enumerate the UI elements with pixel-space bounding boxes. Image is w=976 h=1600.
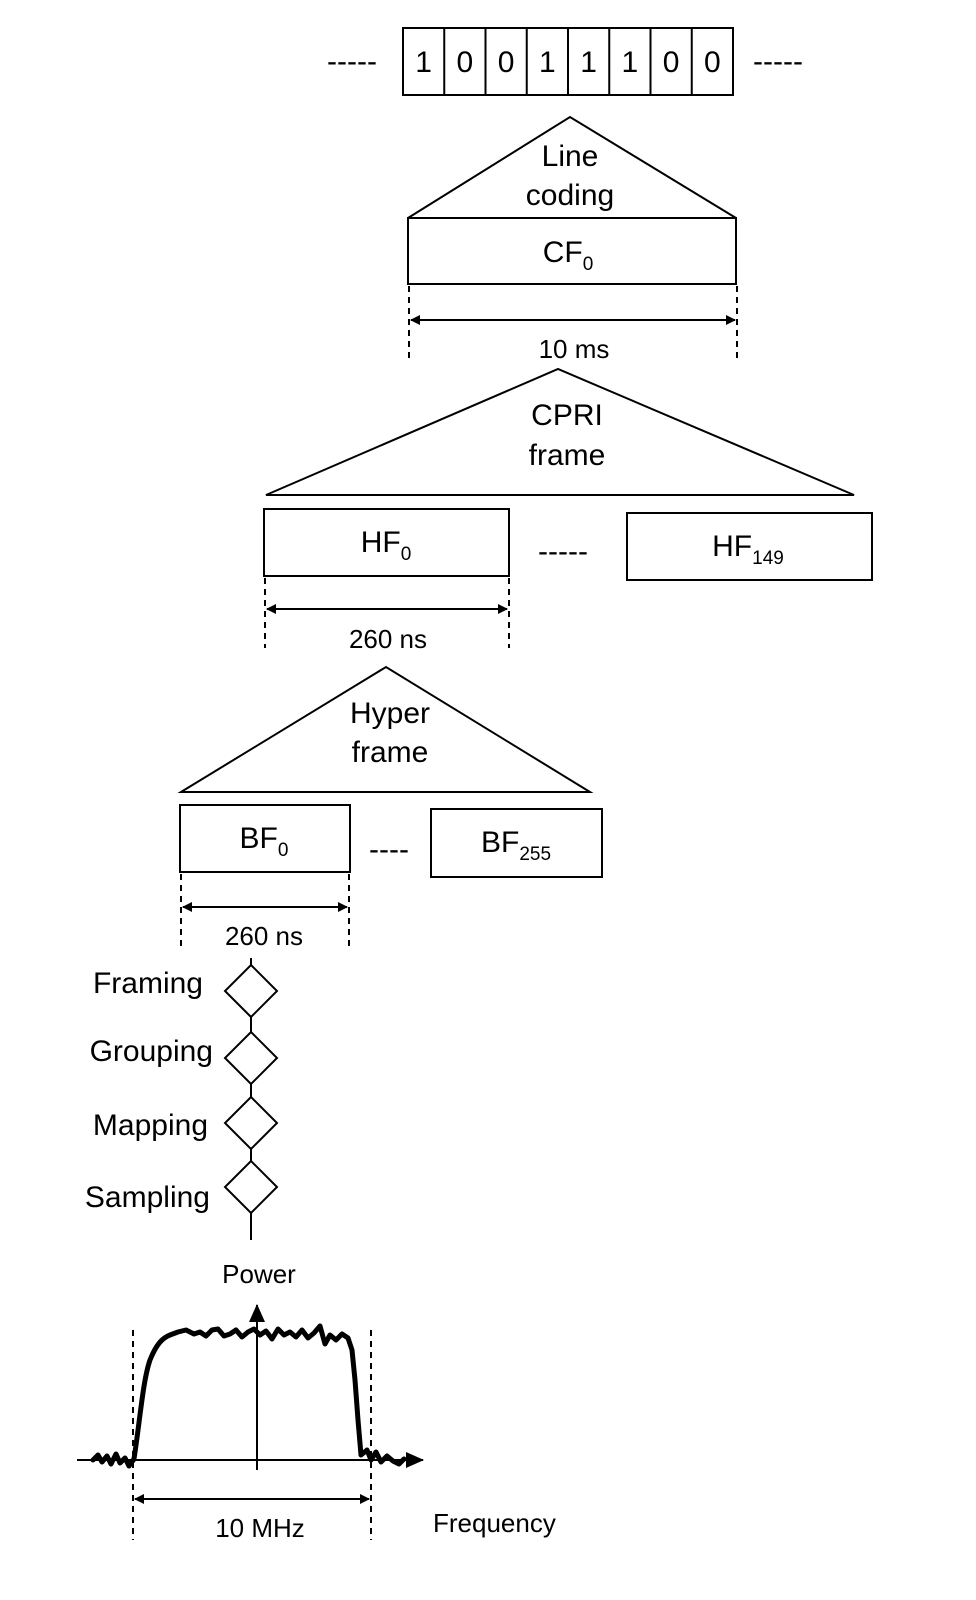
hf0-box: [263, 508, 510, 577]
bf0-label: BF0: [240, 822, 289, 861]
power-axis-label: Power: [222, 1259, 296, 1289]
step-sampling-label: Sampling: [85, 1181, 210, 1214]
bf0-box: [179, 804, 351, 873]
bf255-box: [430, 808, 603, 878]
bf255-label: BF255: [481, 826, 551, 865]
bit-ellipsis-right: -----: [753, 45, 803, 78]
bit-cell-3: 1: [539, 46, 556, 79]
cpri-frame-label-1: CPRI: [531, 399, 603, 432]
power-spectrum-curve: [90, 1323, 407, 1469]
bf-duration-label: 260 ns: [225, 921, 303, 951]
hf-ellipsis: -----: [538, 535, 588, 568]
cf0-label: CF0: [543, 236, 594, 275]
cf-duration-label: 10 ms: [539, 334, 610, 364]
hf149-box: [626, 512, 873, 581]
hf-duration-label: 260 ns: [349, 624, 427, 654]
hyper-frame-label-1: Hyper: [350, 697, 430, 730]
line-coding-triangle: [407, 115, 737, 219]
line-coding-label-1: Line: [542, 140, 599, 173]
hyper-frame-label-2: frame: [352, 736, 429, 769]
bit-cell-1: 0: [457, 46, 474, 79]
framing-diamond: [223, 963, 279, 1019]
bandwidth-label: 10 MHz: [215, 1513, 305, 1543]
cpri-frame-label-2: frame: [529, 439, 606, 472]
bit-ellipsis-left: -----: [327, 45, 377, 78]
bit-cell-2: 0: [498, 46, 515, 79]
step-mapping-label: Mapping: [93, 1109, 208, 1142]
step-framing-label: Framing: [93, 967, 203, 1000]
cf0-box: [407, 217, 737, 285]
mapping-diamond: [223, 1095, 279, 1151]
bit-cell-4: 1: [580, 46, 597, 79]
frequency-axis-label: Frequency: [433, 1508, 556, 1538]
line-coding-label-2: coding: [526, 179, 614, 212]
hyper-frame-triangle: [177, 665, 594, 793]
bit-cell-6: 0: [663, 46, 680, 79]
bit-cell-0: 1: [415, 46, 432, 79]
bit-cell-5: 1: [622, 46, 639, 79]
sampling-diamond: [223, 1159, 279, 1215]
bf-ellipsis: ----: [369, 833, 409, 866]
hf149-label: HF149: [712, 530, 784, 569]
cpri-frame-triangle: [265, 367, 855, 496]
grouping-diamond: [223, 1030, 279, 1086]
bit-cell-7: 0: [704, 46, 721, 79]
hf0-label: HF0: [361, 526, 412, 565]
step-grouping-label: Grouping: [90, 1035, 213, 1068]
